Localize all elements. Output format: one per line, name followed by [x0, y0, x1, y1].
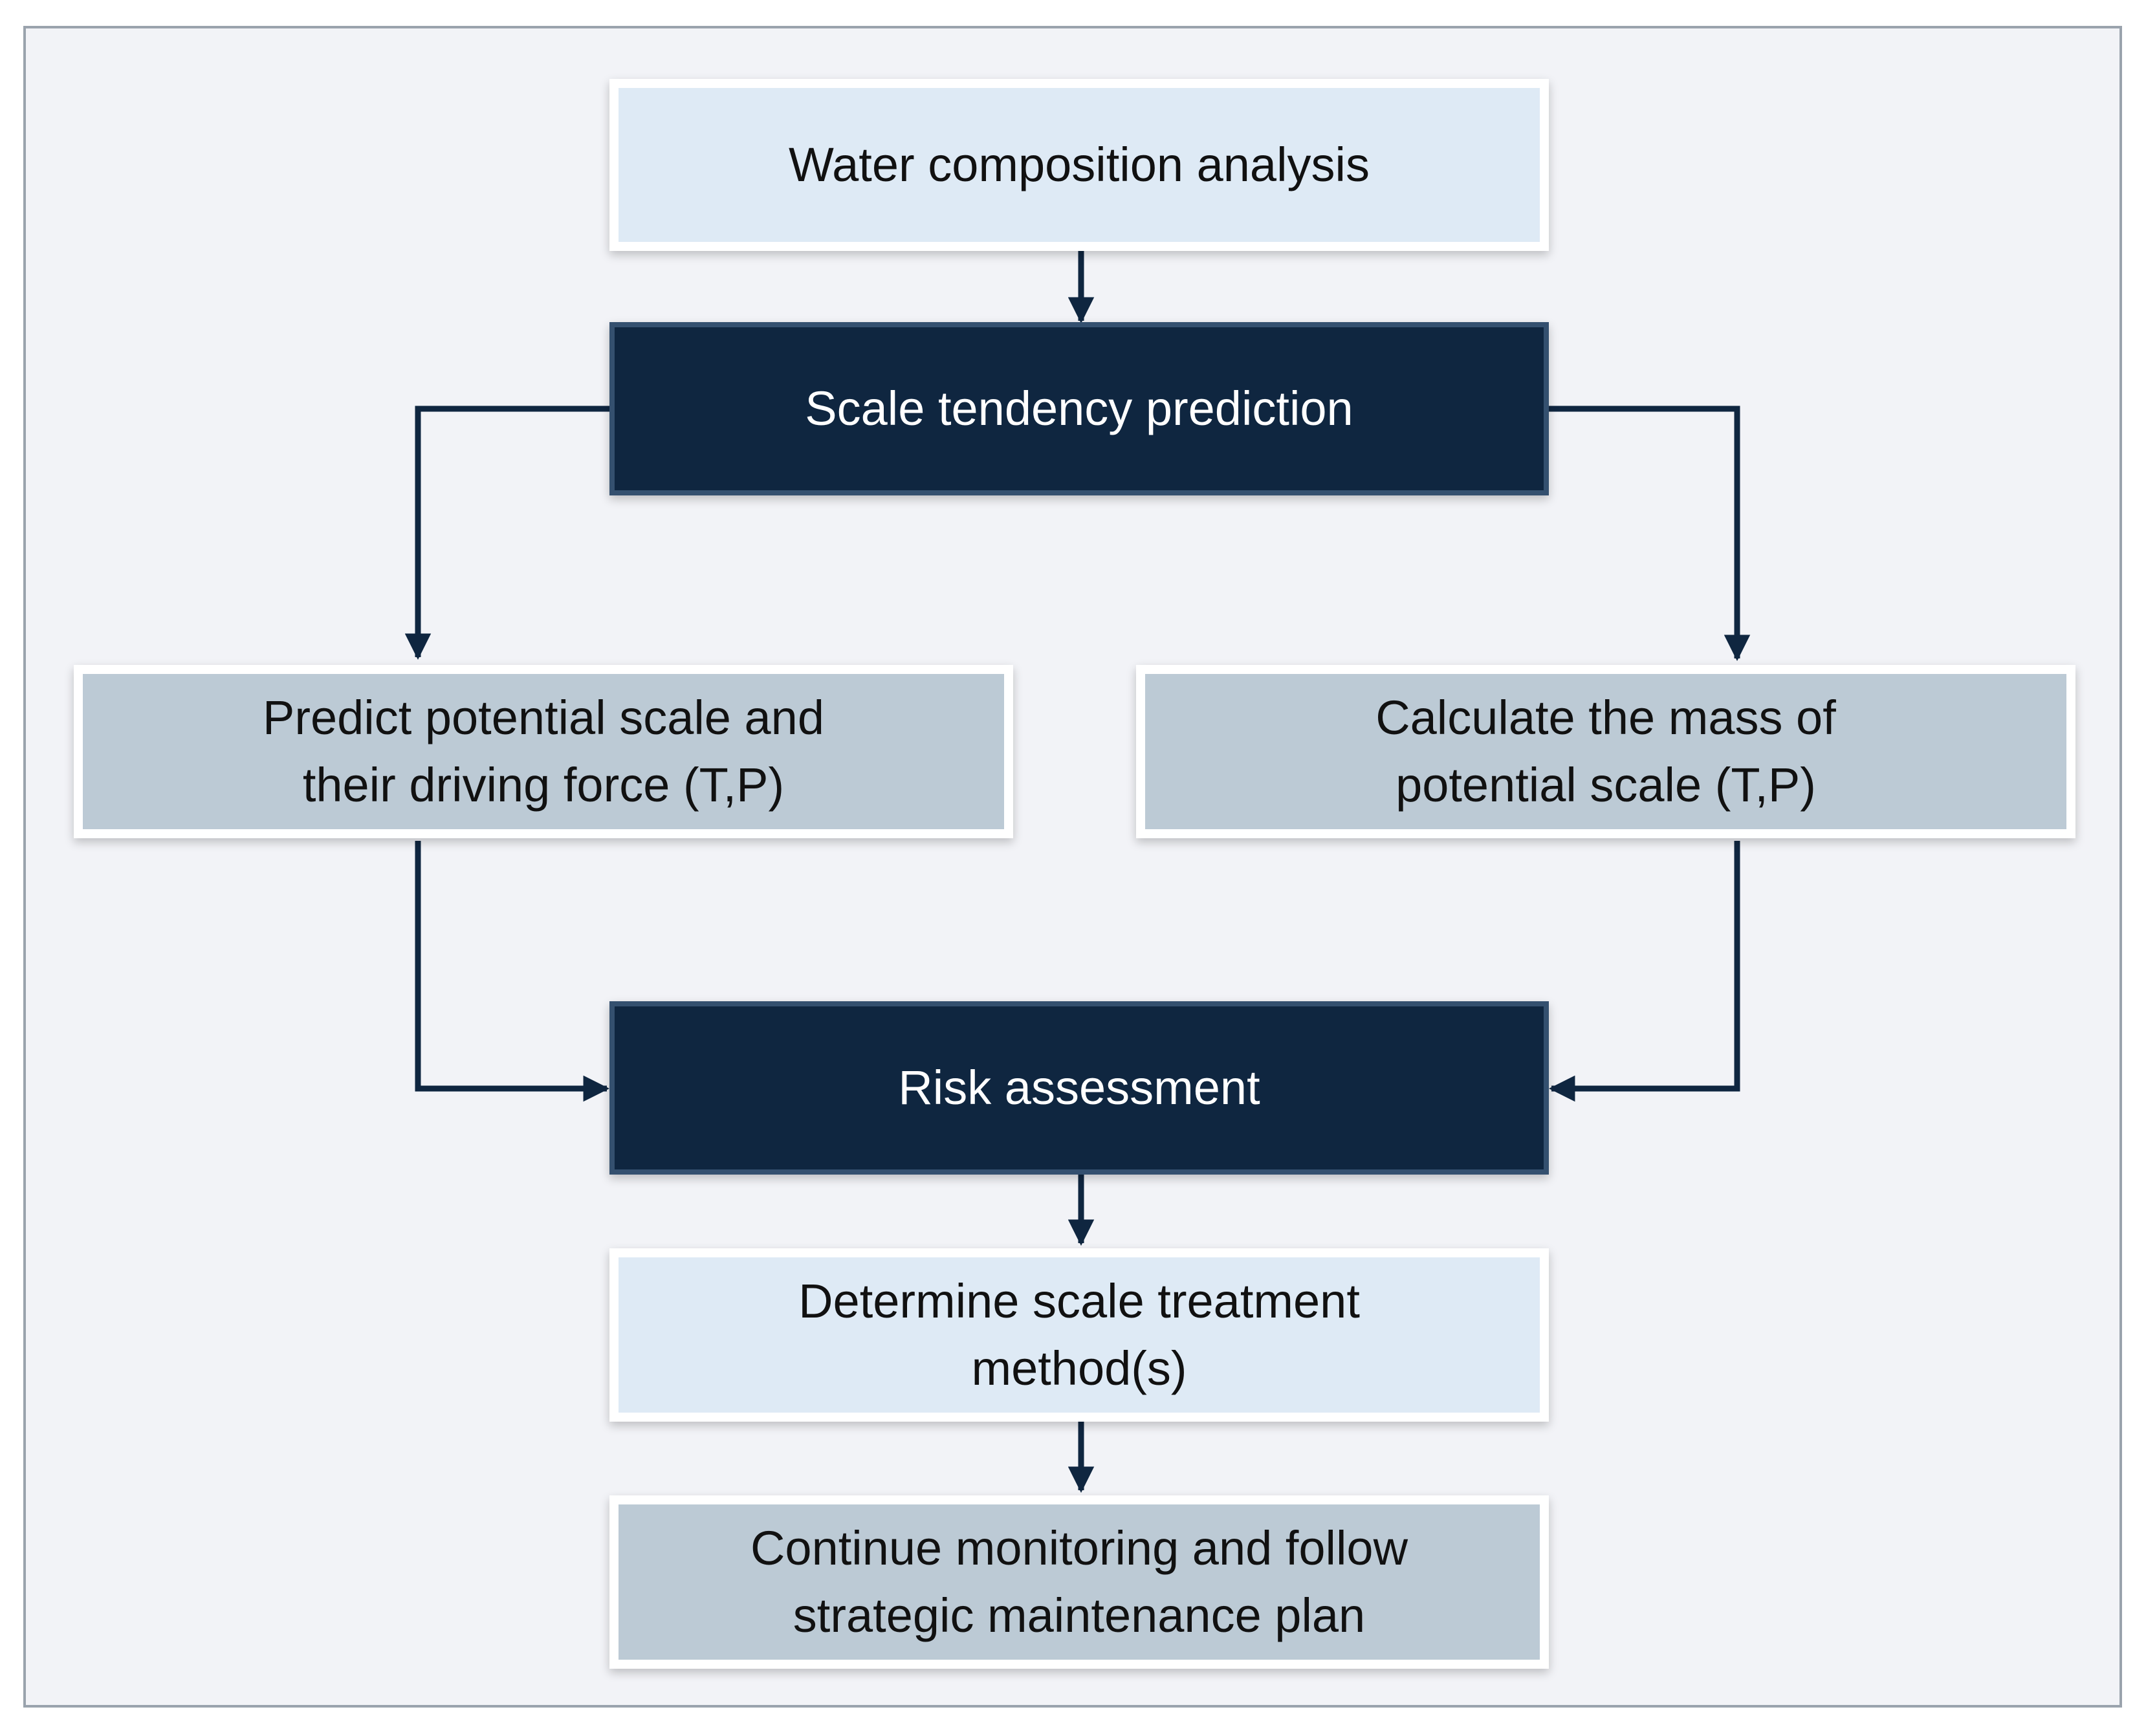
diagram-frame: [23, 26, 2122, 1708]
node-calculate-mass-label: Calculate the mass of potential scale (T…: [1375, 691, 1836, 812]
node-continue-monitoring: Continue monitoring and follow strategic…: [609, 1495, 1549, 1669]
node-calculate-mass: Calculate the mass of potential scale (T…: [1136, 665, 2075, 838]
node-water-composition-label: Water composition analysis: [789, 138, 1370, 191]
node-scale-tendency: Scale tendency prediction: [609, 322, 1549, 495]
node-predict-potential-label: Predict potential scale and their drivin…: [263, 691, 824, 812]
node-predict-potential: Predict potential scale and their drivin…: [74, 665, 1013, 838]
node-risk-assessment: Risk assessment: [609, 1001, 1549, 1175]
node-risk-assessment-label: Risk assessment: [898, 1061, 1260, 1114]
node-water-composition: Water composition analysis: [609, 79, 1549, 251]
node-scale-tendency-label: Scale tendency prediction: [805, 382, 1353, 435]
node-continue-monitoring-label: Continue monitoring and follow strategic…: [750, 1521, 1408, 1642]
node-determine-treatment: Determine scale treatment method(s): [609, 1248, 1549, 1422]
node-determine-treatment-label: Determine scale treatment method(s): [798, 1274, 1360, 1395]
